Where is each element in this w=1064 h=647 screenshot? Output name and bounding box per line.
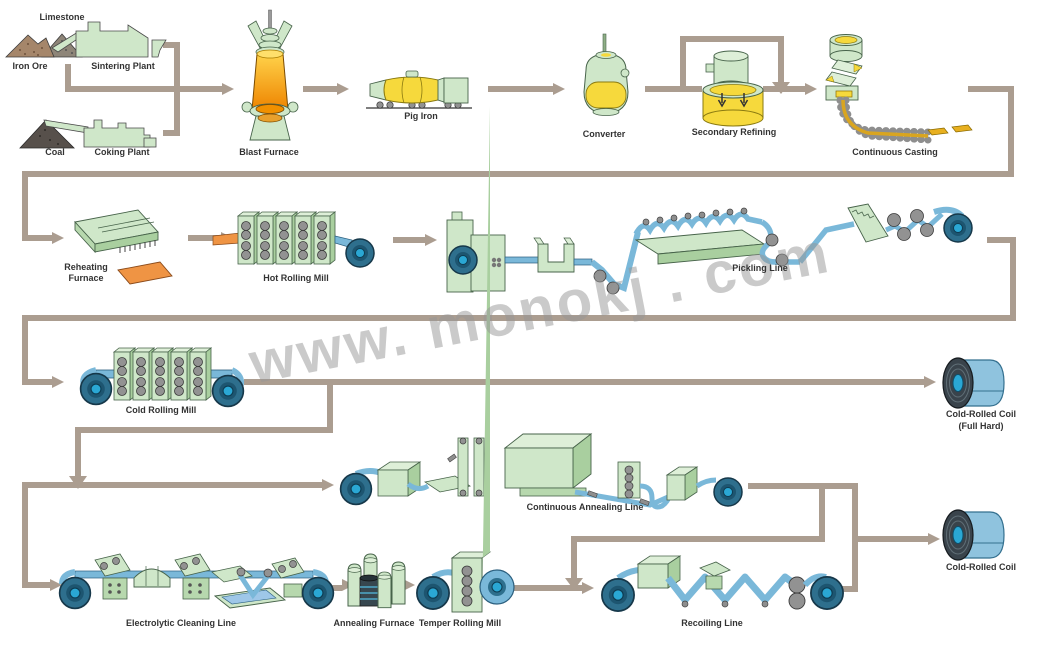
label-cold-rolled-coil-full-hard: Cold-Rolled Coil xyxy=(946,409,1016,419)
label-coal: Coal xyxy=(45,147,65,157)
secondary-refining-graphic xyxy=(702,50,764,127)
label-continuous-annealing-line: Continuous Annealing Line xyxy=(526,502,644,512)
arrow-to-blast-furnace xyxy=(222,83,234,95)
label-sintering-plant: Sintering Plant xyxy=(91,61,155,71)
sintering-plant-graphic xyxy=(51,21,167,58)
label-pig-iron: Pig Iron xyxy=(404,111,438,121)
reheating-furnace-graphic xyxy=(74,209,173,285)
label-electrolytic-cleaning-line: Electrolytic Cleaning Line xyxy=(125,618,237,628)
label-reheating-furnace: Reheating Furnace xyxy=(64,262,108,283)
cold-rolling-mill-graphic xyxy=(79,347,245,408)
label-recoiling-line: Recoiling Line xyxy=(681,618,743,628)
label-blast-furnace: Blast Furnace xyxy=(239,147,299,157)
recoiling-line-graphic xyxy=(601,555,844,612)
temper-rolling-mill-graphic xyxy=(416,106,515,613)
hot-rolling-mill-graphic xyxy=(212,211,375,268)
label-temper-rolling-mill: Temper Rolling Mill xyxy=(418,618,502,628)
label-cold-rolling-mill: Cold Rolling Mill xyxy=(125,405,197,415)
pickling-line-graphic xyxy=(446,203,973,295)
continuous-casting-graphic xyxy=(825,34,973,144)
label-hot-rolling-mill: Hot Rolling Mill xyxy=(263,273,329,283)
electrolytic-cleaning-line-graphic xyxy=(58,553,335,610)
coking-plant-graphic xyxy=(43,119,157,148)
cold-rolled-coil-graphic xyxy=(942,509,1005,561)
label-secondary-refining: Secondary Refining xyxy=(691,127,777,137)
coal-pile-graphic xyxy=(19,119,75,149)
label-converter: Converter xyxy=(582,129,626,139)
iron-ore-pile-graphic xyxy=(5,34,55,58)
label-iron-ore: Iron Ore xyxy=(12,61,48,71)
label-pickling-line: Pickling Line xyxy=(732,263,788,273)
label-limestone: Limestone xyxy=(39,12,85,22)
label-coking-plant: Coking Plant xyxy=(94,147,150,157)
annealing-furnace-graphic xyxy=(347,553,406,609)
continuous-annealing-line-graphic xyxy=(339,433,743,510)
label-continuous-casting: Continuous Casting xyxy=(852,147,938,157)
converter-graphic xyxy=(583,33,630,116)
pig-iron-car-graphic xyxy=(366,70,472,109)
label-cold-rolled-coil-full-hard-sub: (Full Hard) xyxy=(958,421,1004,431)
cold-rolled-coil-full-hard-graphic xyxy=(942,357,1005,409)
label-annealing-furnace: Annealing Furnace xyxy=(333,618,415,628)
blast-furnace-graphic xyxy=(241,9,299,141)
label-cold-rolled-coil: Cold-Rolled Coil xyxy=(946,562,1016,572)
flow-connectors xyxy=(22,36,1016,594)
